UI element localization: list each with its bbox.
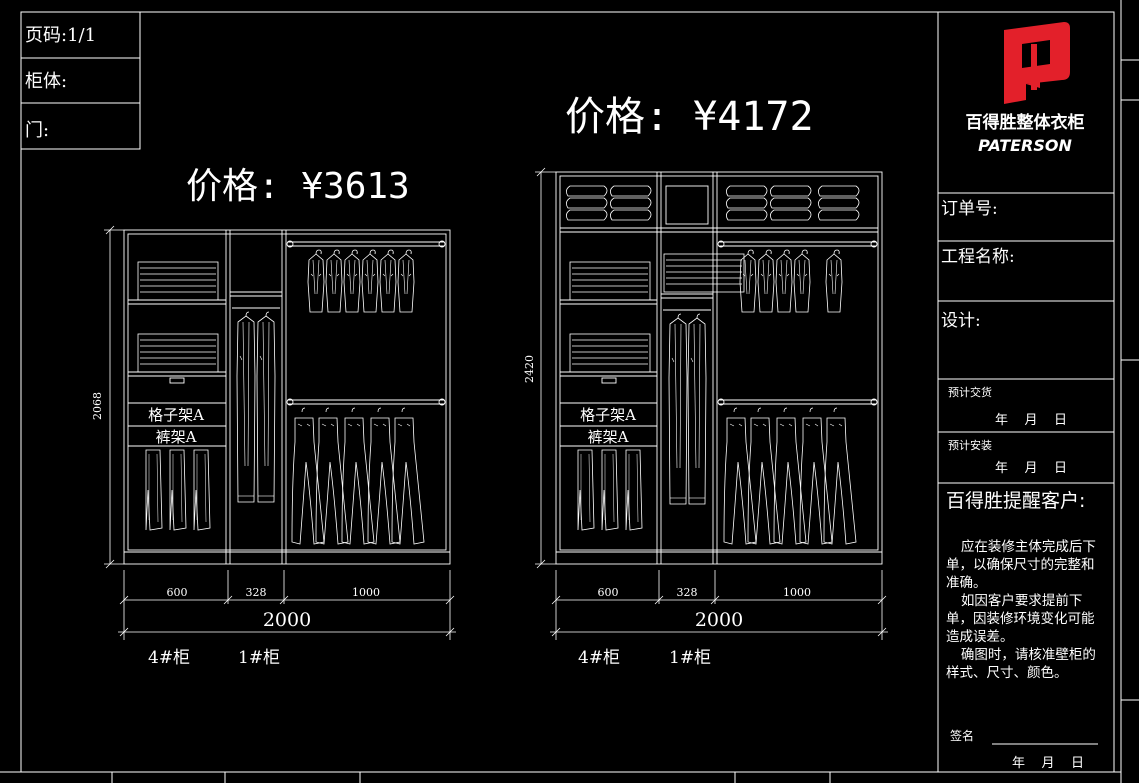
delivery-date: 年 月 日 — [995, 413, 1067, 428]
reminder-paragraph-1: 应在装修主体完成后下单，以确保尺寸的完整和准确。 — [946, 539, 1096, 591]
door-label: 门: — [25, 120, 49, 141]
section-width-1: 600 — [167, 586, 188, 599]
reminder-text: 应在装修主体完成后下单，以确保尺寸的完整和准确。 如因客户要求提前下单，因装修环… — [946, 538, 1106, 682]
cabinet-drawing-2: 价格: ¥4172 2420 — [523, 94, 888, 668]
page-number: 页码:1/1 — [25, 25, 96, 46]
paterson-logo: 百得胜整体衣柜 PATERSON — [966, 22, 1085, 155]
price-label: 价格: ¥3613 — [186, 166, 410, 207]
reminder-paragraph-3: 确图时，请核准壁柜的样式、尺寸、颜色。 — [946, 647, 1096, 681]
title-block: 百得胜整体衣柜 PATERSON 订单号: 工程名称: 设计: 预计交货 年 月… — [937, 12, 1114, 772]
cabinet-label-left: 4#柜 — [148, 648, 190, 668]
pants-rack-label: 裤架A — [588, 428, 629, 446]
height-dimension — [104, 225, 124, 569]
design-label: 设计: — [941, 311, 981, 331]
delivery-label: 预计交货 — [948, 385, 992, 399]
pants-rack-label: 裤架A — [156, 428, 197, 446]
price-label: 价格: ¥4172 — [565, 94, 814, 140]
install-date: 年 月 日 — [995, 461, 1067, 476]
section-width-3: 1000 — [352, 586, 380, 599]
cabinet-label-right: 1#柜 — [669, 648, 711, 668]
cabinet-label-right: 1#柜 — [238, 648, 280, 668]
height-value: 2068 — [91, 392, 104, 420]
order-number-label: 订单号: — [941, 199, 998, 219]
section-width-2: 328 — [246, 586, 267, 599]
cabinet-label: 柜体: — [25, 71, 67, 92]
height-dimension — [535, 167, 556, 569]
reminder-title: 百得胜提醒客户: — [946, 490, 1085, 512]
total-width: 2000 — [695, 609, 743, 631]
section-width-2: 328 — [677, 586, 698, 599]
brand-name-en: PATERSON — [978, 136, 1072, 155]
brand-name-cn: 百得胜整体衣柜 — [966, 112, 1085, 133]
install-label: 预计安装 — [948, 438, 992, 452]
grid-rack-label: 格子架A — [148, 406, 204, 424]
cabinet-drawing-1: 价格: ¥3613 2068 — [91, 166, 456, 668]
cabinet-label-left: 4#柜 — [578, 648, 620, 668]
grid-rack-label: 格子架A — [580, 406, 636, 424]
info-box: 页码:1/1 柜体: 门: — [20, 11, 141, 150]
project-name-label: 工程名称: — [941, 247, 1015, 267]
reminder-paragraph-2: 如因客户要求提前下单，因装修环境变化可能造成误差。 — [946, 593, 1095, 645]
height-value: 2420 — [523, 355, 536, 383]
signature-date: 年 月 日 — [1012, 756, 1084, 771]
total-width: 2000 — [263, 609, 311, 631]
section-width-3: 1000 — [783, 586, 811, 599]
signature-label: 签名 — [950, 728, 974, 743]
section-width-1: 600 — [598, 586, 619, 599]
